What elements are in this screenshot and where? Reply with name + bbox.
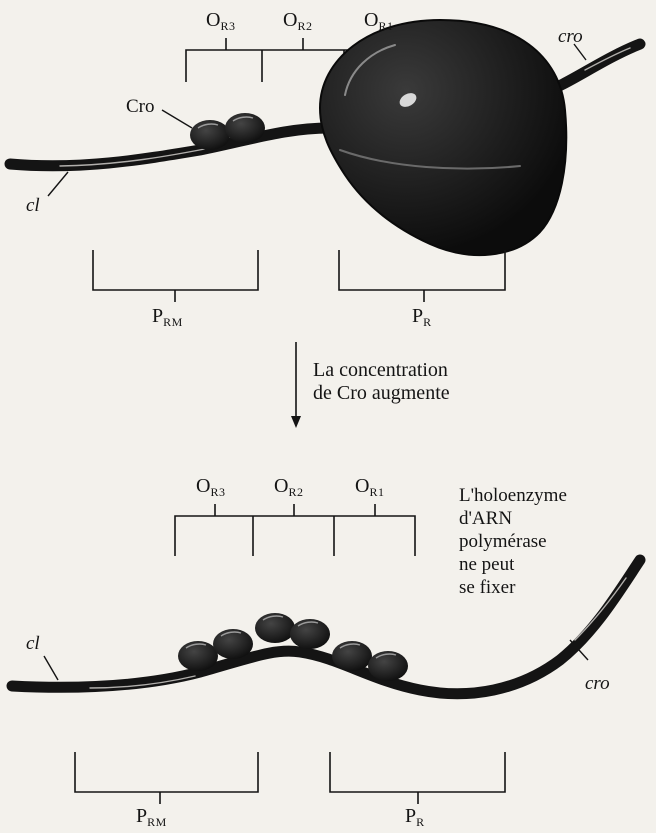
top-promoter-brackets	[93, 250, 505, 302]
bottom-cro-gene-label: cro	[585, 674, 610, 693]
bottom-cro-dimer-or2	[255, 613, 330, 649]
bottom-operator-or2-label: OR2	[274, 476, 303, 498]
rna-polymerase-holoenzyme	[320, 20, 566, 255]
cro-protein-label: Cro	[126, 97, 155, 116]
note-line-4: ne peut	[459, 553, 629, 576]
transition-caption-line1: La concentration	[313, 359, 450, 382]
top-promoter-prm-label: PRM	[152, 306, 183, 328]
cro-pointer-line	[162, 110, 192, 128]
note-line-5: se fixer	[459, 576, 629, 599]
bottom-operator-or1-label: OR1	[355, 476, 384, 498]
bottom-cl-pointer-line	[44, 656, 58, 680]
bottom-operator-or3-label: OR3	[196, 476, 225, 498]
transition-arrow	[291, 342, 301, 428]
note-line-1: L'holoenzyme	[459, 484, 629, 507]
note-line-3: polymérase	[459, 530, 629, 553]
top-cro-gene-label: cro	[558, 27, 583, 46]
note-line-2: d'ARN	[459, 507, 629, 530]
top-operator-or3-label: OR3	[206, 10, 235, 32]
top-operator-or1-label: OR1	[364, 10, 393, 32]
top-cl-pointer-line	[48, 172, 68, 196]
top-cl-gene-label: cl	[26, 196, 40, 215]
polymerase-note: L'holoenzyme d'ARN polymérase ne peut se…	[459, 484, 629, 599]
bottom-cl-gene-label: cl	[26, 634, 40, 653]
bottom-operator-bracket	[175, 504, 415, 556]
top-operator-or2-label: OR2	[283, 10, 312, 32]
transition-caption-line2: de Cro augmente	[313, 382, 450, 405]
bottom-promoter-brackets	[75, 752, 505, 804]
transition-caption: La concentration de Cro augmente	[313, 359, 450, 405]
top-promoter-pr-label: PR	[412, 306, 432, 328]
bottom-promoter-prm-label: PRM	[136, 806, 167, 828]
bottom-promoter-pr-label: PR	[405, 806, 425, 828]
